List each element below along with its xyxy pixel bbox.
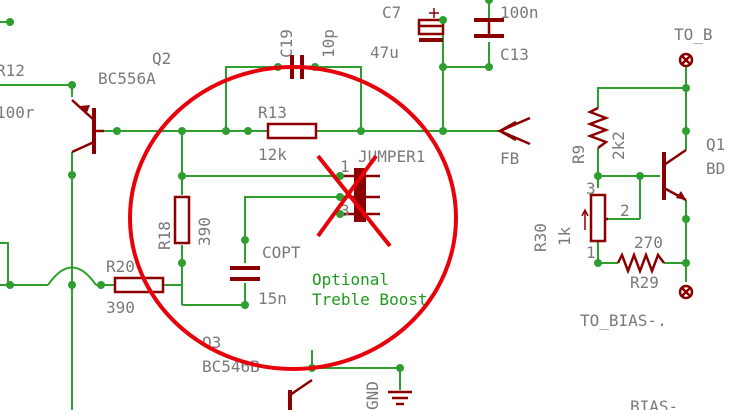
to-b-label: TO_B (674, 25, 713, 44)
pot-pin2: 2 (620, 201, 630, 220)
c7-value: 47u (370, 43, 399, 62)
wire (0, 84, 73, 97)
resistor-r20 (113, 276, 165, 294)
wire (47, 266, 97, 286)
c13-label: C13 (500, 45, 529, 64)
r12-value: 100r (0, 103, 35, 122)
components (71, 8, 694, 410)
resistor-r13 (266, 122, 318, 140)
r20-label: R20 (106, 257, 135, 276)
bias-label: BIAS- (630, 397, 678, 410)
copt-value: 15n (258, 289, 287, 308)
wire (225, 66, 282, 131)
fb-arrow-icon (496, 116, 531, 146)
wire (597, 87, 686, 108)
q2-value: BC556A (98, 69, 156, 88)
q3-value: BC546B (202, 357, 260, 376)
pot-pin1: 1 (586, 243, 596, 262)
r20-value: 390 (106, 298, 135, 317)
r29-label: R29 (630, 273, 659, 292)
r13-label: R13 (258, 103, 287, 122)
markup-cross-stroke (316, 154, 392, 248)
wire (0, 242, 9, 286)
r9-value: 2k2 (609, 131, 628, 160)
markup-circle (128, 65, 458, 371)
transistor-q1 (662, 148, 687, 202)
jumper-label: JUMPER1 (358, 147, 425, 166)
q2-label: Q2 (152, 49, 171, 68)
junctions (6, 0, 690, 372)
r13-value: 12k (258, 145, 287, 164)
r9-label: R9 (569, 145, 588, 164)
q1-label: Q1 (706, 135, 725, 154)
note-line-1: Optional (312, 270, 389, 289)
wire (311, 350, 401, 390)
r18-value: 390 (195, 217, 214, 246)
note-line-2: Treble Boost (312, 290, 428, 309)
r12-label: R12 (0, 61, 25, 80)
potentiometer-r30 (581, 193, 608, 243)
gnd-label: GND (363, 381, 382, 410)
to-bias-label: TO_BIAS-. (580, 311, 667, 330)
c19-value: 10p (319, 29, 338, 58)
resistor-r29 (616, 251, 665, 275)
c13-value: 100n (500, 3, 539, 22)
fb-label: FB (500, 149, 519, 168)
jumper-pin3: 3 (340, 201, 350, 220)
capacitor-c7 (417, 8, 445, 42)
capacitor-c13 (474, 18, 504, 38)
r30-value: 1k (555, 226, 574, 246)
markup-cross-stroke (316, 154, 378, 238)
markup-overlay (128, 65, 458, 371)
pot-pin3: 3 (586, 179, 596, 198)
resistor-r9 (586, 106, 610, 149)
r29-value: 270 (634, 233, 663, 252)
q1-value: BD (706, 159, 725, 178)
labels: R12 100r Q2 BC556A C19 10p C7 47u 100n C… (0, 3, 725, 410)
r30-label: R30 (531, 223, 550, 252)
terminal-to-b-icon (678, 52, 694, 68)
c19-label: C19 (277, 29, 296, 58)
capacitor-copt (230, 266, 260, 281)
copt-label: COPT (262, 243, 301, 262)
r18-label: R18 (155, 221, 174, 250)
wires (0, 0, 687, 410)
jumper-pin1: 1 (340, 157, 350, 176)
gnd-icon (388, 390, 412, 406)
wire (312, 66, 362, 131)
transistor-q2 (71, 99, 104, 154)
resistor-r18 (173, 195, 191, 245)
terminal-to-bias-icon (678, 284, 694, 300)
c7-label: C7 (382, 3, 401, 22)
transistor-q3 (288, 378, 313, 410)
